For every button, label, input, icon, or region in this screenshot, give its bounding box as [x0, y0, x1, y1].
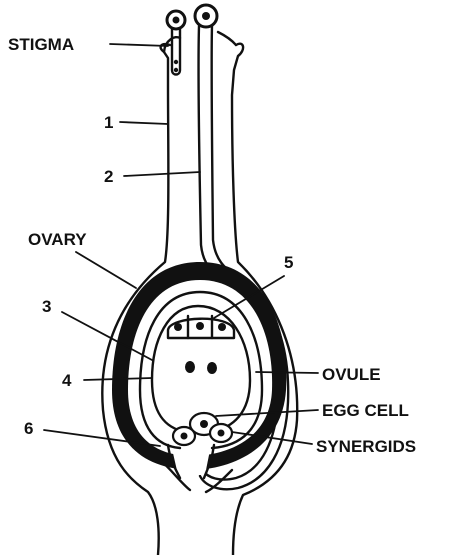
label-1: 1: [104, 113, 113, 132]
label-egg-cell: EGG CELL: [322, 401, 409, 420]
leader-1: [120, 122, 168, 124]
label-stigma: STIGMA: [8, 35, 74, 54]
label-6: 6: [24, 419, 33, 438]
tube-nucleus: [174, 60, 178, 64]
label-ovary: OVARY: [28, 230, 87, 249]
stigma-top: [164, 32, 236, 52]
leader-stigma: [110, 44, 168, 46]
label-2: 2: [104, 167, 113, 186]
label-3: 3: [42, 297, 51, 316]
label-ovule: OVULE: [322, 365, 381, 384]
label-synergids: SYNERGIDS: [316, 437, 416, 456]
tube-nucleus: [174, 68, 178, 72]
pollen-grain-left: [167, 11, 185, 29]
leader-ovule: [256, 372, 318, 373]
polar-nucleus-left: [185, 361, 195, 373]
label-4: 4: [62, 371, 72, 390]
pollen-tube-short: [172, 28, 180, 75]
label-5: 5: [284, 253, 293, 272]
leader-ovary: [76, 252, 136, 288]
polar-nucleus-right: [207, 362, 217, 374]
pollen-grain-right: [195, 5, 217, 27]
leader-2: [124, 172, 200, 176]
